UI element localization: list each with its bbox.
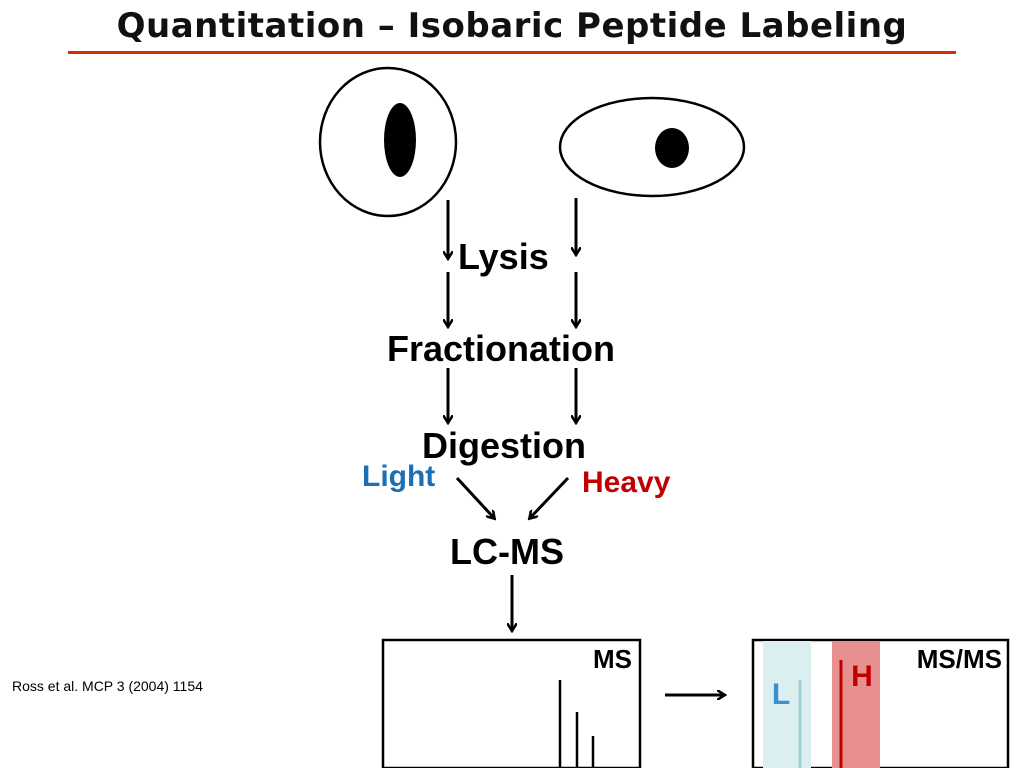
citation: Ross et al. MCP 3 (2004) 1154 (12, 678, 203, 694)
step-lysis: Lysis (458, 236, 549, 277)
light-band (763, 641, 811, 768)
light-label: Light (362, 460, 436, 493)
step-fractionation: Fractionation (387, 328, 616, 369)
arrow-light-lcms (455, 476, 494, 518)
light-marker: L (772, 678, 790, 711)
cell-2 (558, 96, 746, 198)
arrow-heavy-lcms (530, 476, 570, 518)
step-lcms: LC-MS (450, 531, 564, 572)
step-digestion: Digestion (422, 425, 587, 466)
msms-panel: L H MS/MS (751, 638, 1010, 768)
page-title: Quantitation – Isobaric Peptide Labeling (116, 6, 908, 46)
heavy-label: Heavy (582, 466, 671, 499)
ms-panel: MS (381, 638, 642, 768)
cell-2-nucleus (655, 128, 689, 168)
cell-1 (318, 66, 458, 218)
msms-panel-label: MS/MS (917, 644, 1002, 674)
heavy-marker: H (851, 660, 873, 693)
ms-panel-label: MS (593, 644, 632, 674)
cell-1-nucleus (384, 103, 416, 177)
title-underline (68, 51, 956, 54)
